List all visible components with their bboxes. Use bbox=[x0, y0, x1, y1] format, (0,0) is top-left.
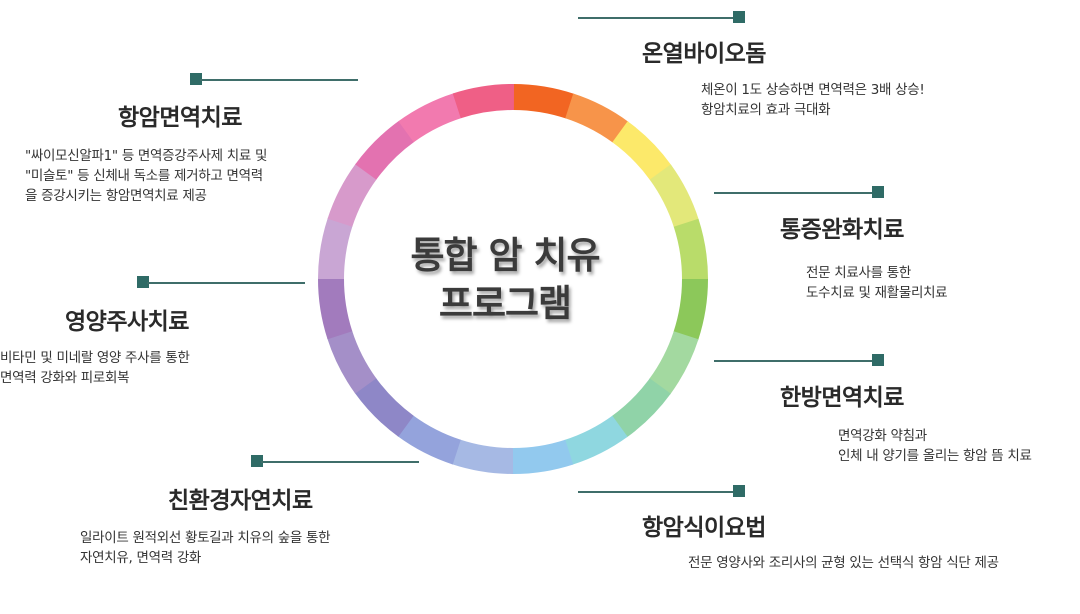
ring-segment bbox=[355, 120, 415, 180]
title-eco-nature: 친환경자연치료 bbox=[168, 488, 313, 514]
desc-diet: 전문 영양사와 조리사의 균형 있는 선택식 항암 식단 제공 bbox=[688, 555, 999, 571]
connector-square-icon bbox=[872, 354, 884, 366]
center-title: 통합 암 치유 프로그램 bbox=[375, 232, 635, 328]
title-nutrition-injection: 영양주사치료 bbox=[65, 309, 189, 335]
ring-segment bbox=[318, 277, 353, 340]
title-herbal-immunity: 한방면역치료 bbox=[780, 385, 904, 411]
center-title-line1: 통합 암 치유 bbox=[410, 234, 601, 277]
ring-segment bbox=[327, 330, 377, 394]
connector-square-icon bbox=[733, 11, 745, 23]
title-heating-dome: 온열바이오돔 bbox=[642, 41, 766, 67]
desc-heating-dome: 체온이 1도 상승하면 면역력은 3배 상승! 항암치료의 효과 극대화 bbox=[701, 82, 925, 118]
connector-square-icon bbox=[872, 186, 884, 198]
title-diet: 항암식이요법 bbox=[642, 515, 766, 541]
ring-segment bbox=[649, 331, 699, 395]
ring-segment bbox=[318, 217, 353, 279]
title-pain-relief: 통증완화치료 bbox=[780, 217, 904, 243]
desc-anticancer-immunity: "싸이모신알파1" 등 면역증강주사제 치료 및 "미슬토" 등 신체내 독소를… bbox=[25, 148, 268, 204]
connector-square-icon bbox=[190, 73, 202, 85]
center-title-line2: 프로그램 bbox=[438, 282, 572, 325]
connector-square-icon bbox=[137, 276, 149, 288]
ring-segment bbox=[649, 164, 699, 228]
desc-herbal-immunity: 면역강화 약침과 인체 내 양기를 올리는 항암 뜸 치료 bbox=[838, 428, 1032, 464]
ring-segment bbox=[565, 93, 629, 143]
ring-segment bbox=[673, 279, 708, 341]
ring-segment bbox=[327, 163, 377, 227]
ring-segment bbox=[511, 439, 574, 474]
ring-segment bbox=[564, 415, 628, 465]
connector-square-icon bbox=[733, 485, 745, 497]
ring-segment bbox=[398, 93, 462, 143]
desc-eco-nature: 일라이트 원적외선 황토길과 치유의 숲을 통한 자연치유, 면역력 강화 bbox=[80, 530, 331, 566]
ring-segment bbox=[612, 121, 672, 181]
ring-segment bbox=[513, 84, 575, 119]
title-anticancer-immunity: 항암면역치료 bbox=[118, 105, 242, 131]
desc-pain-relief: 전문 치료사를 통한 도수치료 및 재활물리치료 bbox=[806, 265, 948, 301]
ring-segment bbox=[611, 378, 671, 438]
connector-square-icon bbox=[251, 455, 263, 467]
ring-segment bbox=[354, 377, 414, 437]
ring-segment bbox=[451, 439, 513, 474]
ring-segment bbox=[452, 84, 515, 119]
ring-segment bbox=[397, 415, 461, 465]
ring-segment bbox=[673, 218, 708, 281]
desc-nutrition-injection: 비타민 및 미네랄 영양 주사를 통한 면역력 강화와 피로회복 bbox=[0, 350, 190, 386]
